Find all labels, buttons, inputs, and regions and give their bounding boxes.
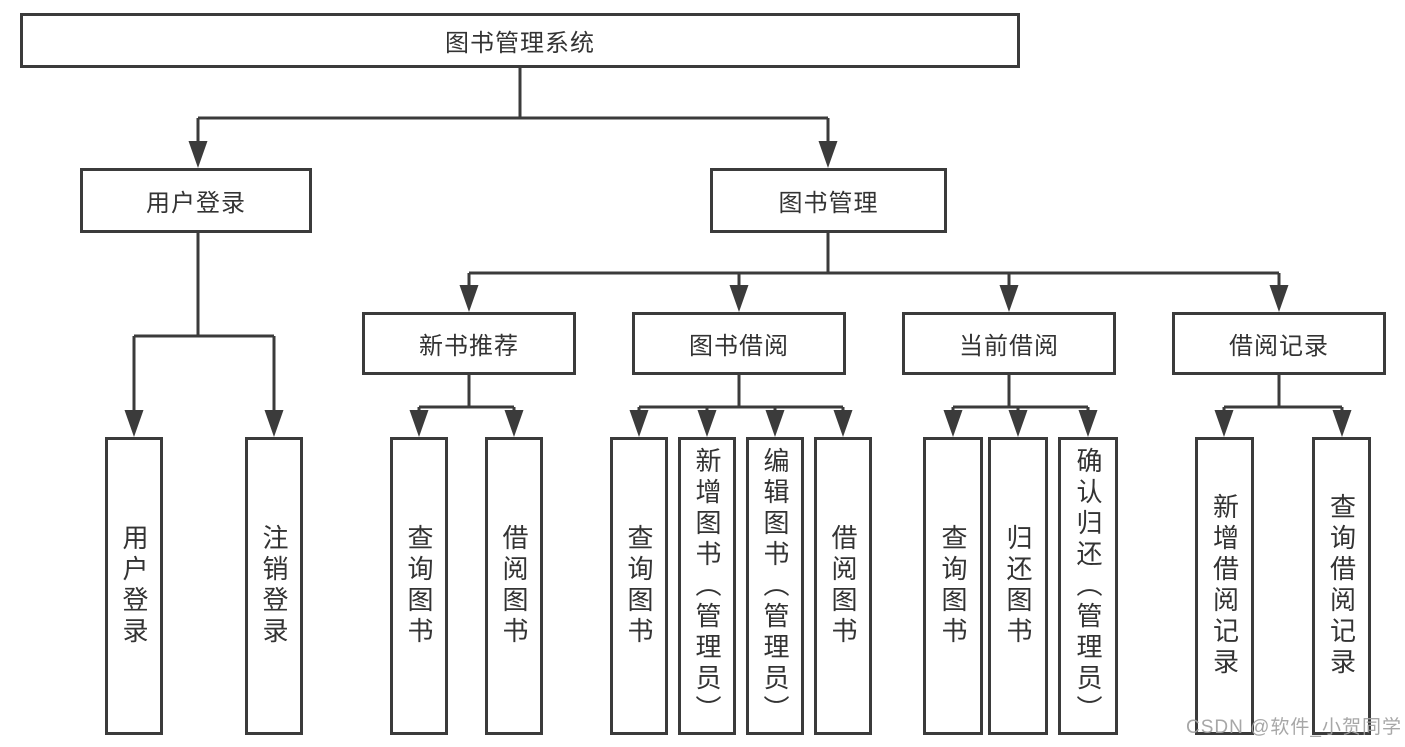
leaf-borrow-query-books: 查询图书	[610, 437, 668, 735]
leaf-borrow-books-label: 借阅图书	[828, 524, 858, 648]
connector-book-borrow	[629, 375, 853, 437]
node-user-login-label: 用户登录	[146, 190, 246, 217]
node-user-login: 用户登录	[80, 168, 312, 233]
node-borrow-records: 借阅记录	[1172, 312, 1386, 375]
leaf-query-borrow-record-label: 查询借阅记录	[1326, 493, 1357, 679]
leaf-add-borrow-record: 新增借阅记录	[1195, 437, 1254, 735]
leaf-user-login: 用户登录	[105, 437, 163, 735]
leaf-logout-label: 注销登录	[259, 524, 289, 648]
leaf-add-borrow-record-label: 新增借阅记录	[1209, 493, 1240, 679]
leaf-current-query-books-label: 查询图书	[938, 524, 968, 648]
leaf-add-book-admin: 新增图书（管理员）	[678, 437, 736, 735]
connector-borrow-records	[1214, 375, 1352, 437]
leaf-confirm-return-admin: 确认归还（管理员）	[1058, 437, 1118, 735]
leaf-query-borrow-record: 查询借阅记录	[1312, 437, 1371, 735]
leaf-borrow-books: 借阅图书	[814, 437, 872, 735]
leaf-borrow-query-books-label: 查询图书	[624, 524, 654, 648]
node-book-borrow-label: 图书借阅	[689, 333, 789, 360]
leaf-return-books-label: 归还图书	[1003, 524, 1033, 648]
leaf-current-query-books: 查询图书	[923, 437, 983, 735]
leaf-user-login-label: 用户登录	[119, 524, 149, 648]
connector-book-management	[459, 233, 1289, 312]
watermark: CSDN @软件_小贺同学	[1186, 717, 1402, 738]
node-book-management-label: 图书管理	[778, 190, 879, 217]
node-new-book-recommend-label: 新书推荐	[419, 333, 519, 360]
leaf-return-books: 归还图书	[988, 437, 1048, 735]
node-root-label: 图书管理系统	[445, 30, 595, 57]
leaf-newbook-borrow-books: 借阅图书	[485, 437, 543, 735]
connector-root	[188, 67, 838, 168]
leaf-add-book-admin-label: 新增图书（管理员）	[692, 446, 722, 726]
leaf-logout: 注销登录	[245, 437, 303, 735]
leaf-edit-book-admin: 编辑图书（管理员）	[746, 437, 804, 735]
leaf-confirm-return-admin-label: 确认归还（管理员）	[1073, 446, 1103, 726]
leaf-newbook-query-books: 查询图书	[390, 437, 448, 735]
node-root: 图书管理系统	[20, 13, 1020, 68]
connector-user-login	[124, 233, 284, 437]
leaf-newbook-query-books-label: 查询图书	[404, 524, 434, 648]
leaf-edit-book-admin-label: 编辑图书（管理员）	[760, 446, 790, 726]
node-current-borrow-label: 当前借阅	[959, 333, 1059, 360]
leaf-newbook-borrow-books-label: 借阅图书	[499, 524, 529, 648]
node-new-book-recommend: 新书推荐	[362, 312, 576, 375]
connector-current-borrow	[943, 375, 1098, 437]
node-book-management: 图书管理	[710, 168, 947, 233]
node-current-borrow: 当前借阅	[902, 312, 1116, 375]
connector-new-book	[409, 375, 524, 437]
node-book-borrow: 图书借阅	[632, 312, 846, 375]
node-borrow-records-label: 借阅记录	[1229, 333, 1329, 360]
